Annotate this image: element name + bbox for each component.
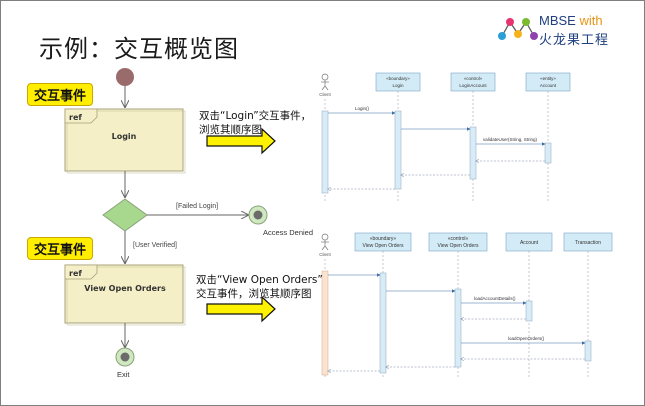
initial-node [116, 68, 134, 86]
guard-failed-login: [Failed Login] [176, 203, 218, 210]
seq2-lifeline-boundary: «boundary» View Open Orders [354, 232, 412, 379]
yellow-arrow-2 [206, 295, 276, 323]
seq2-msg-load-account: loadAccountDetails() [474, 296, 516, 301]
seq2-lifeline-transaction: Transaction [563, 232, 613, 379]
guard-user-verified: [User Verified] [133, 242, 177, 249]
seq2-name-2: Account [520, 240, 539, 246]
access-denied-label: Access Denied [263, 228, 313, 237]
note-login: 双击“Login”交互事件， 浏览其顺序图 [199, 109, 311, 137]
decision-node [102, 198, 148, 232]
seq1-stereo-2: «entity» [540, 76, 556, 81]
seq2-name-1: View Open Orders [437, 243, 479, 249]
seq2-stereo-0: «boundary» [370, 236, 397, 242]
ref2-tag: ref [69, 269, 82, 278]
seq1-lifeline-account: «entity» Account [525, 72, 571, 201]
brand: MBSE with 火龙果工程 [539, 13, 609, 48]
note-login-line2: 浏览其顺序图 [199, 124, 262, 136]
seq1-actor-label: Client [319, 92, 331, 97]
seq1-msg-validate: validateUser(String, String) [483, 137, 538, 142]
interaction-event-badge-1: 交互事件 [27, 83, 94, 106]
seq1-name-0: Login [392, 83, 404, 88]
ref-frame-login[interactable]: ref Login [64, 108, 186, 174]
actor-client-1: Client [319, 73, 331, 97]
exit-label: Exit [117, 370, 130, 379]
brand-chinese: 火龙果工程 [539, 32, 610, 47]
seq2-name-3: Transaction [575, 240, 601, 246]
seq1-lifeline-loginaccount: «control» LoginAccount [450, 72, 496, 201]
note-voo-line1: 双击“View Open Orders” [196, 274, 323, 286]
note-voo-line2: 交互事件，浏览其顺序图 [196, 288, 312, 300]
interaction-event-badge-2: 交互事件 [27, 237, 94, 260]
brand-logo-icon [498, 18, 538, 40]
yellow-arrow-1 [206, 127, 276, 155]
brand-mbse: MBSE [539, 13, 576, 28]
seq1-lifeline-login: «boundary» Login [375, 72, 421, 201]
seq2-stereo-1: «control» [448, 236, 469, 242]
seq2-name-0: View Open Orders [362, 243, 404, 249]
seq1-name-1: LoginAccount [459, 83, 487, 88]
ref2-label: View Open Orders [84, 284, 166, 293]
note-login-line1: 双击“Login”交互事件， [199, 110, 312, 122]
seq2-actor-label: Client [319, 252, 331, 257]
note-view-open-orders: 双击“View Open Orders” 交互事件，浏览其顺序图 [196, 273, 323, 301]
page-title: 示例：交互概览图 [39, 35, 239, 63]
seq1-msg-login: Login() [355, 106, 370, 111]
ref-frame-view-open-orders[interactable]: ref View Open Orders [64, 264, 186, 326]
sequence-diagram-login: Client «boundary» Login «control» LoginA… [319, 72, 571, 201]
sequence-diagram-view-open-orders: Client «boundary» View Open Orders «cont… [319, 232, 613, 379]
ref1-label: Login [112, 132, 137, 141]
seq1-stereo-1: «control» [464, 76, 483, 81]
seq2-msg-load-orders: loadOpenOrders() [508, 336, 545, 341]
seq2-lifeline-account: Account [505, 232, 553, 379]
seq1-stereo-0: «boundary» [386, 76, 410, 81]
ref1-tag: ref [69, 113, 82, 122]
brand-with: with [579, 13, 603, 28]
seq1-name-2: Account [540, 83, 557, 88]
actor-client-2: Client [319, 233, 331, 257]
seq2-lifeline-control: «control» View Open Orders [428, 232, 488, 379]
